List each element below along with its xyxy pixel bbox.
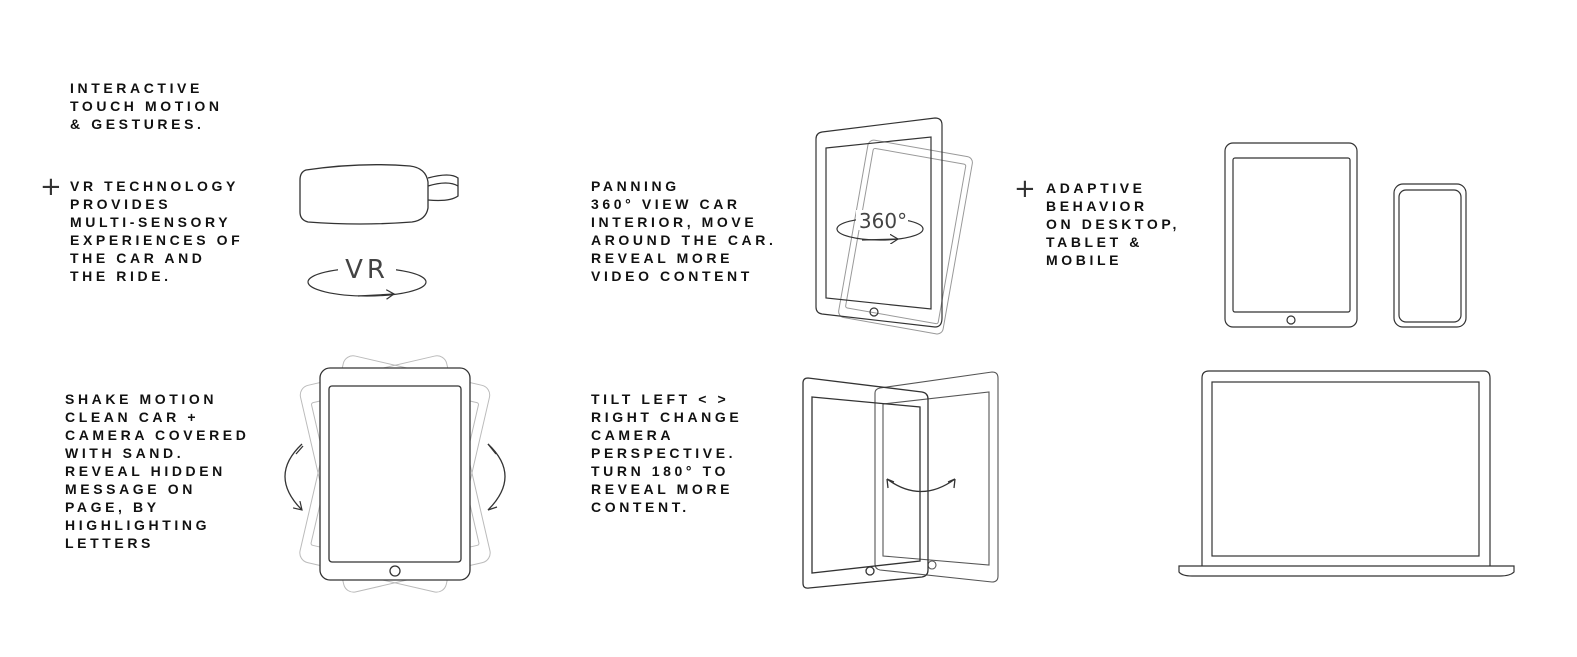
laptop-icon [1178,370,1515,577]
plus-icon: + [40,172,62,202]
tablet-tilt-icon [802,371,999,589]
shake-line: HIGHLIGHTING [65,517,211,533]
shake-line: CLEAN CAR + [65,409,200,425]
panning-description: PANNING 360° VIEW CAR INTERIOR, MOVE ARO… [591,177,776,285]
tilt-line: RIGHT CHANGE [591,409,743,425]
shake-line: LETTERS [65,535,154,551]
heading-line: & GESTURES. [70,116,205,132]
tablet-icon [1224,142,1358,328]
panning-360-label: 360° [859,209,907,233]
panning-line: PANNING [591,178,680,194]
vr-line: THE RIDE. [70,268,172,284]
panning-line: 360° VIEW CAR [591,196,741,212]
phone-icon [1393,183,1467,328]
tilt-line: TURN 180° TO [591,463,730,479]
heading-line: TOUCH MOTION [70,98,223,114]
panning-line: REVEAL MORE [591,250,734,266]
panning-line: INTERIOR, MOVE [591,214,758,230]
shake-line: MESSAGE ON [65,481,196,497]
adaptive-description: ADAPTIVE BEHAVIOR ON DESKTOP, TABLET & M… [1046,179,1180,269]
vr-rotate-icon: VR [307,255,427,296]
vr-label: VR [345,255,389,285]
heading-line: INTERACTIVE [70,80,203,96]
tilt-line: TILT LEFT < > [591,391,730,407]
vr-headset-icon [299,164,459,225]
shake-description: SHAKE MOTION CLEAN CAR + CAMERA COVERED … [65,390,249,552]
shake-line: REVEAL HIDDEN [65,463,226,479]
tilt-line: REVEAL MORE [591,481,734,497]
tilt-line: PERSPECTIVE. [591,445,737,461]
tilt-line: CONTENT. [591,499,690,515]
shake-line: CAMERA COVERED [65,427,250,443]
adaptive-line: ADAPTIVE [1046,180,1146,196]
tablet-shake-icon [284,355,506,593]
vr-line: MULTI-SENSORY [70,214,232,230]
tilt-description: TILT LEFT < > RIGHT CHANGE CAMERA PERSPE… [591,390,742,516]
adaptive-line: ON DESKTOP, [1046,216,1180,232]
adaptive-line: BEHAVIOR [1046,198,1148,214]
vr-line: VR TECHNOLOGY [70,178,239,194]
adaptive-line: MOBILE [1046,252,1123,268]
tablet-360-icon: 360° [815,117,973,335]
touch-motion-heading: INTERACTIVE TOUCH MOTION & GESTURES. [70,79,223,133]
vr-line: THE CAR AND [70,250,206,266]
shake-line: SHAKE MOTION [65,391,218,407]
shake-line: PAGE, BY [65,499,160,515]
vr-description: VR TECHNOLOGY PROVIDES MULTI-SENSORY EXP… [70,177,243,285]
plus-icon: + [1014,174,1036,204]
panning-line: VIDEO CONTENT [591,268,753,284]
vr-line: EXPERIENCES OF [70,232,244,248]
tilt-line: CAMERA [591,427,675,443]
vr-line: PROVIDES [70,196,172,212]
shake-line: WITH SAND. [65,445,185,461]
panning-line: AROUND THE CAR. [591,232,777,248]
adaptive-line: TABLET & [1046,234,1143,250]
